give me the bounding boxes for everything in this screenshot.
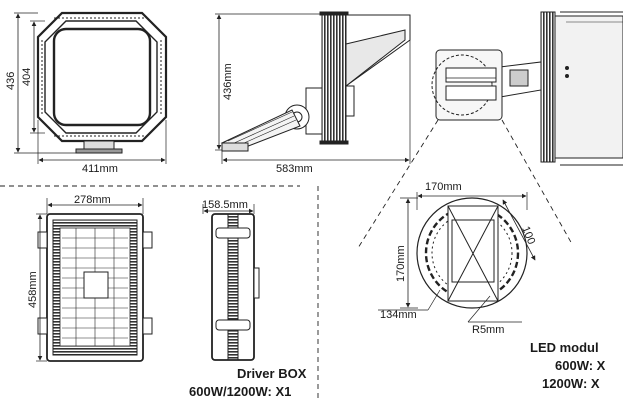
front-view-height-inner-label: 404 — [21, 68, 33, 86]
front-view-inner-frame — [44, 20, 158, 134]
side-view-hinge — [305, 87, 323, 135]
side-view — [215, 11, 411, 164]
driver-box-width-label: 278mm — [74, 194, 111, 206]
driver-box-side — [202, 204, 260, 361]
driver-box-height-label: 458mm — [27, 271, 39, 308]
iso-view-fin-block — [540, 11, 556, 163]
led-module-height-label: 170mm — [395, 245, 407, 282]
side-view-depth-label: 583mm — [276, 163, 313, 175]
side-view-housing — [345, 14, 411, 87]
led-module-width-label: 170mm — [425, 181, 462, 193]
driver-box-caption-line2: 600W/1200W: X1 — [189, 384, 291, 399]
front-view-width-label: 411mm — [82, 163, 118, 175]
led-module-radius-label: R5mm — [472, 324, 504, 336]
led-module-detail — [378, 192, 536, 323]
led-module-caption-line2: 600W: X — [555, 358, 606, 373]
iso-view — [431, 11, 623, 166]
front-view — [14, 11, 168, 164]
front-view-mount — [83, 140, 115, 150]
driver-box-caption-line1: Driver BOX — [237, 366, 307, 381]
front-view-lens — [52, 27, 152, 127]
front-view-height-outer-label: 436 — [5, 72, 17, 90]
led-module-hole-spacing-label: 134mm — [380, 309, 417, 321]
led-module-caption-line1: LED modul — [530, 340, 599, 355]
side-view-height-label: 436mm — [222, 63, 234, 100]
driver-box-front — [36, 198, 153, 362]
projection-lines — [357, 119, 573, 249]
driver-box-depth-label: 158.5mm — [202, 199, 248, 211]
led-module-caption-line3: 1200W: X — [542, 376, 600, 391]
side-view-fin-block — [321, 14, 347, 142]
led-module-diagonal-label: 100 — [519, 225, 537, 247]
